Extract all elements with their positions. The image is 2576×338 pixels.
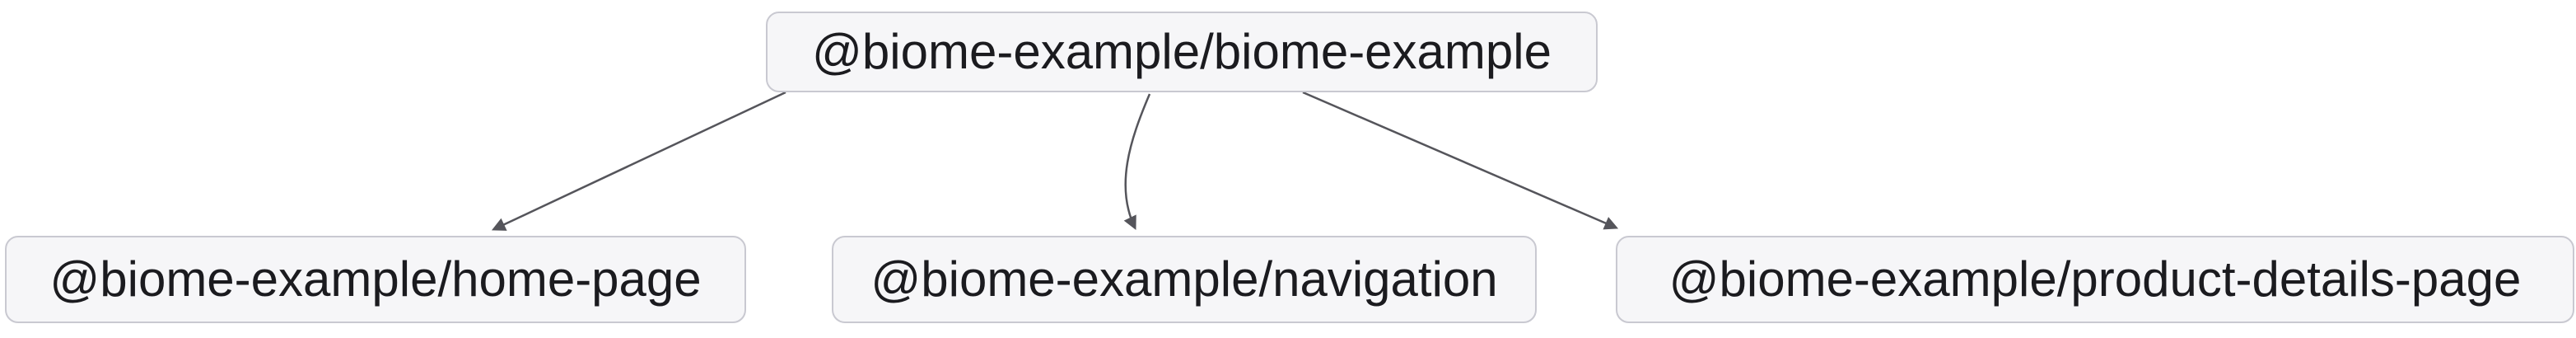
node-home-page-label: @biome-example/home-page xyxy=(49,251,702,307)
edge-biome-example-to-home-page xyxy=(491,91,786,231)
edge-biome-example-to-navigation xyxy=(1123,93,1151,231)
node-navigation[interactable]: @biome-example/navigation xyxy=(832,236,1537,323)
node-biome-example-label: @biome-example/biome-example xyxy=(812,24,1552,79)
node-navigation-label: @biome-example/navigation xyxy=(870,251,1498,307)
edge-biome-example-to-product-details-page xyxy=(1302,91,1619,230)
node-product-details-page[interactable]: @biome-example/product-details-page xyxy=(1616,236,2574,323)
node-home-page[interactable]: @biome-example/home-page xyxy=(5,236,746,323)
node-biome-example[interactable]: @biome-example/biome-example xyxy=(766,12,1598,92)
node-product-details-page-label: @biome-example/product-details-page xyxy=(1668,251,2522,307)
